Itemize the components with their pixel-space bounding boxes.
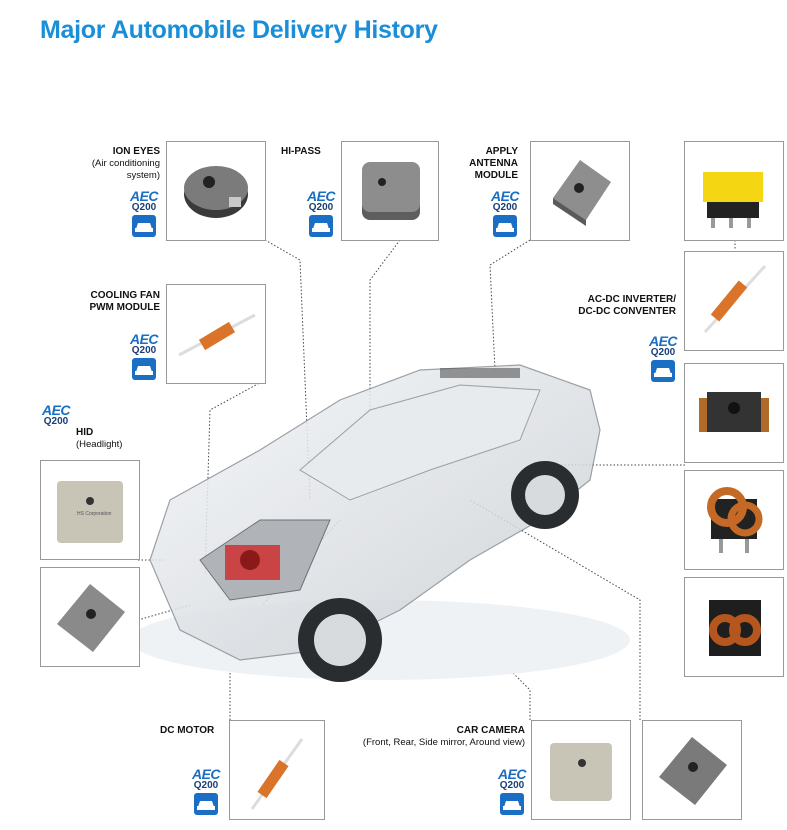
car-icon (651, 360, 675, 382)
car-icon (194, 793, 218, 815)
car-icon (132, 215, 156, 237)
car-icon (493, 215, 517, 237)
component-camera-2 (642, 720, 742, 820)
car-icon (500, 793, 524, 815)
inductor-image (57, 584, 125, 652)
label-ion-eyes: ION EYES (Air conditioning system) (91, 146, 160, 181)
label-hi-pass: HI-PASS (281, 146, 321, 157)
label-dc-motor: DC MOTOR (160, 725, 215, 736)
inductor-image: HS Corporation (57, 481, 123, 543)
inductor-image (699, 392, 769, 432)
component-hid-1: HS Corporation (40, 460, 140, 560)
inductor-image (362, 162, 420, 220)
component-acdc-toroid (684, 470, 784, 570)
transformer-image (703, 172, 763, 228)
line-hi-pass (369, 239, 401, 440)
coil-image (250, 738, 304, 810)
label-acdc: AC-DC INVERTER/DC-DC CONVENTER (578, 294, 676, 317)
svg-text:HS Corporation: HS Corporation (77, 511, 112, 517)
inductor-image (553, 160, 611, 226)
label-hid: HID(Headlight) (76, 427, 123, 450)
page-title: Major Automobile Delivery History (40, 16, 438, 44)
component-antenna (530, 141, 630, 241)
coil-image (178, 313, 256, 357)
label-car-camera: CAR CAMERA(Front, Rear, Side mirror, Aro… (362, 725, 525, 748)
component-acdc-inductor (684, 363, 784, 463)
component-hi-pass (341, 141, 439, 241)
component-acdc-coil (684, 251, 784, 351)
component-transformer (684, 141, 784, 241)
component-hid-2 (40, 567, 140, 667)
component-dc-motor (229, 720, 325, 820)
component-cooling-fan (166, 284, 266, 384)
inductor-image (659, 737, 727, 805)
inductor-image (550, 743, 612, 801)
car-icon (309, 215, 333, 237)
inductor-image (184, 166, 248, 218)
toroid-image (707, 487, 763, 553)
coil-image (703, 264, 767, 334)
choke-image (709, 600, 761, 656)
line-camera (469, 499, 641, 720)
component-ion-eyes (166, 141, 266, 241)
component-acdc-choke (684, 577, 784, 677)
component-camera-1 (531, 720, 631, 820)
car-icon (132, 358, 156, 380)
line-ion-eyes (264, 239, 311, 501)
